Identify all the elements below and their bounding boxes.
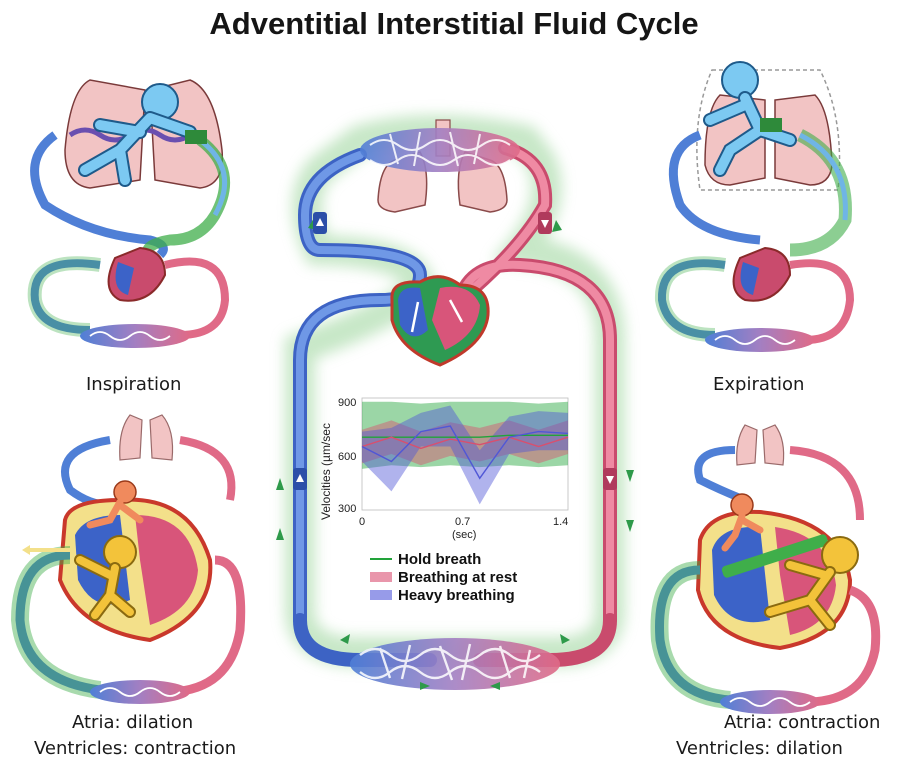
center-heart [390, 275, 490, 367]
legend-swatch-heavy [370, 590, 392, 600]
x-axis-label: (sec) [452, 529, 476, 541]
yellow-figure-icon [764, 536, 859, 631]
atria-contraction-panel [650, 424, 881, 714]
y-tick-label: 300 [338, 503, 356, 515]
blue-figure-icon [78, 83, 207, 187]
caption-inspiration: Inspiration [86, 374, 182, 395]
chart-legend: Hold breath Breathing at rest Heavy brea… [370, 551, 517, 604]
blue-figure-icon [703, 61, 797, 177]
legend-swatch-rest [370, 572, 392, 582]
plot-area-frame [361, 397, 569, 511]
expiration-panel [654, 61, 855, 352]
series-band-1 [362, 420, 568, 466]
inspiration-panel [27, 79, 231, 348]
legend-label: Heavy breathing [398, 587, 515, 604]
caption-atria-contraction: Atria: contraction [724, 712, 881, 733]
series-line-0 [362, 434, 568, 438]
series-band-2 [362, 405, 568, 505]
vessel-direction-badges [293, 212, 617, 490]
caption-atria-dilation: Atria: dilation [72, 712, 194, 733]
legend-label: Breathing at rest [398, 569, 517, 586]
x-tick-label: 0 [359, 516, 365, 528]
series-line-1 [361, 436, 569, 450]
systemic-capillary-bed [350, 638, 560, 690]
atria-dilation-panel [10, 414, 246, 704]
center-lungs [360, 119, 520, 213]
yellow-figure-icon [74, 535, 137, 621]
velocity-chart: Velocities (µm/sec 900 600 300 0 0.7 1.4… [319, 397, 569, 604]
orange-figure-icon [721, 493, 764, 552]
y-tick-label: 900 [338, 397, 356, 409]
caption-ventricles-contraction: Ventricles: contraction [34, 738, 237, 759]
x-tick-label: 1.4 [553, 516, 568, 528]
center-circulation-loop [285, 115, 625, 690]
caption-expiration: Expiration [713, 374, 805, 395]
y-axis-label: Velocities (µm/sec [319, 423, 333, 520]
series-band-0 [362, 401, 568, 469]
orange-figure-icon [86, 480, 144, 529]
caption-ventricles-dilation: Ventricles: dilation [676, 738, 843, 759]
y-tick-label: 600 [338, 451, 356, 463]
x-tick-label: 0.7 [455, 516, 470, 528]
page-title: Adventitial Interstitial Fluid Cycle [209, 6, 699, 41]
series-line-2 [361, 425, 569, 480]
legend-label: Hold breath [398, 551, 481, 568]
